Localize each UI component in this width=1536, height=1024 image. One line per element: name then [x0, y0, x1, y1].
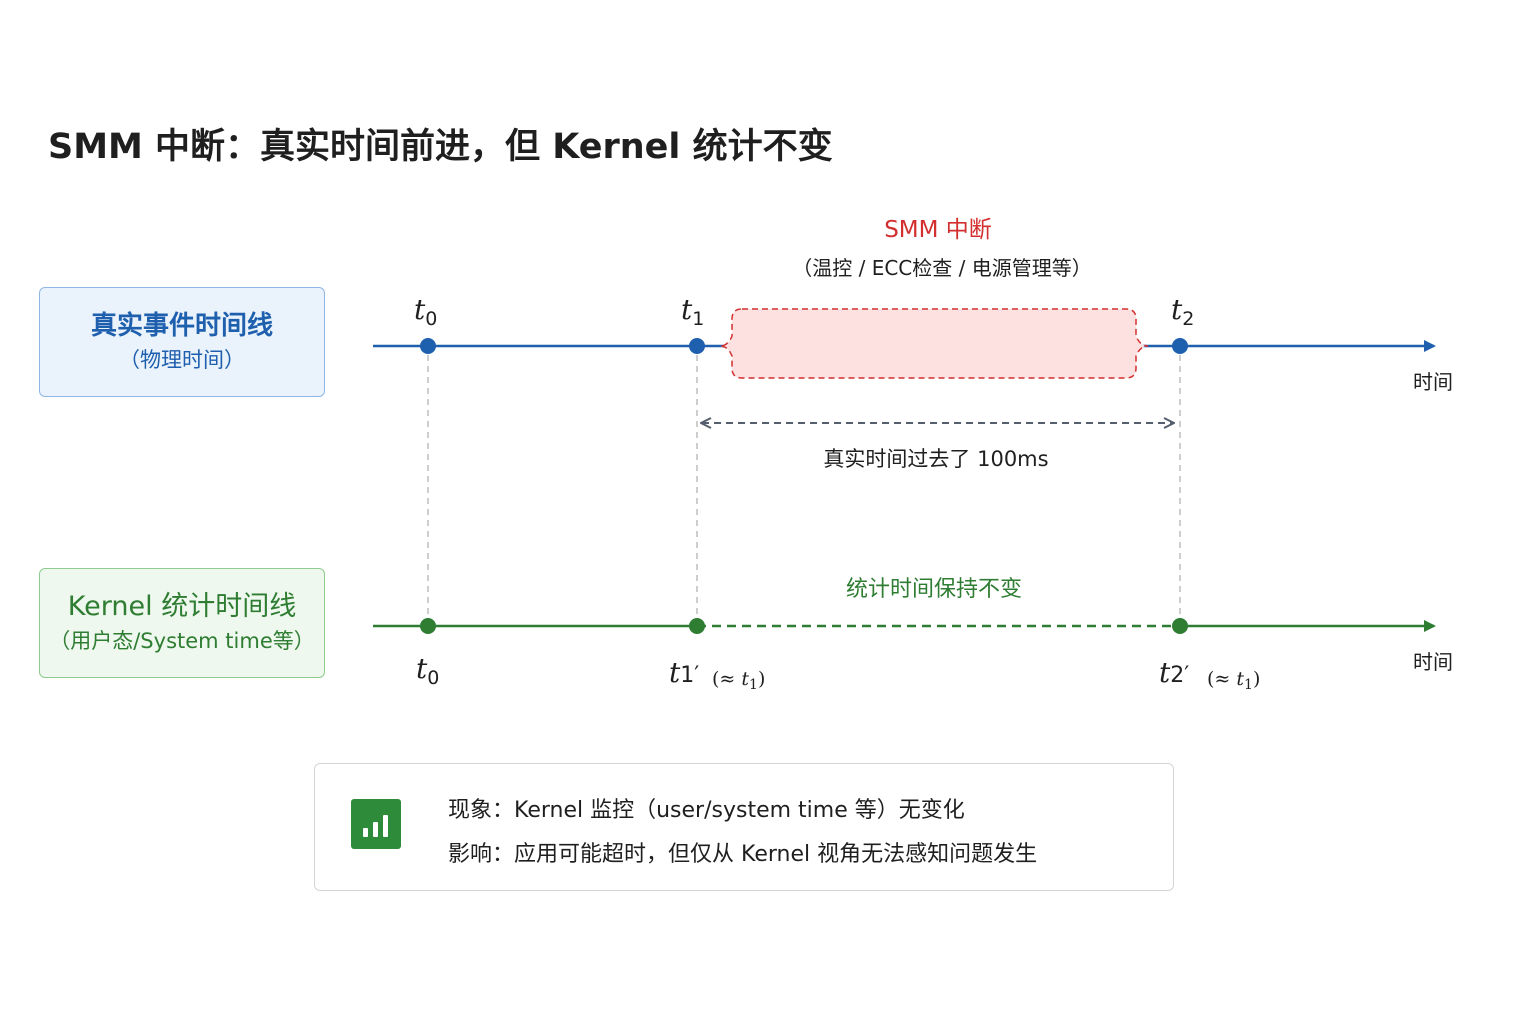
note-impact: 影响：应用可能超时，但仅从 Kernel 视角无法感知问题发生 [448, 842, 1038, 867]
kernel-axis-label: 时间 [1413, 650, 1453, 674]
real-point-t2 [1172, 338, 1188, 354]
real-label-t1: t1 [681, 293, 704, 330]
kernel-timeline-title: Kernel 统计时间线 [67, 591, 297, 622]
kernel-label-t2-approx: (≈ t1) [1207, 668, 1260, 693]
real-timeline-title: 真实事件时间线 [90, 311, 273, 341]
real-point-t0 [420, 338, 436, 354]
smm-title: SMM 中断 [884, 217, 992, 243]
observation-note-box: 现象：Kernel 监控（user/system time 等）无变化 影响：应… [314, 763, 1174, 891]
kernel-label-t1: t1′ [669, 656, 699, 689]
kernel-label-t0: t0 [416, 652, 439, 689]
kernel-point-t1 [689, 618, 705, 634]
bar-chart-icon [351, 799, 401, 849]
elapsed-label: 真实时间过去了 100ms [823, 447, 1048, 471]
real-point-t1 [689, 338, 705, 354]
kernel-timeline-subtitle: （用户态/System time等） [49, 629, 315, 653]
page-title: SMM 中断：真实时间前进，但 Kernel 统计不变 [48, 127, 833, 167]
smm-subtitle: （温控 / ECC检查 / 电源管理等） [792, 256, 1091, 280]
real-timeline-subtitle: （物理时间） [119, 348, 245, 372]
kernel-label-t1-approx: (≈ t1) [712, 668, 765, 693]
real-label-t0: t0 [414, 293, 437, 330]
real-timeline-label-box: 真实事件时间线 （物理时间） [39, 287, 325, 397]
kernel-point-t0 [420, 618, 436, 634]
kernel-timeline-label-box: Kernel 统计时间线 （用户态/System time等） [39, 568, 325, 678]
real-label-t2: t2 [1171, 293, 1194, 330]
unchanged-label: 统计时间保持不变 [846, 577, 1022, 602]
kernel-label-t2: t2′ [1159, 656, 1189, 689]
smm-interrupt-block [719, 308, 1149, 379]
note-phenomenon: 现象：Kernel 监控（user/system time 等）无变化 [448, 798, 965, 823]
real-axis-label: 时间 [1413, 370, 1453, 394]
kernel-point-t2 [1172, 618, 1188, 634]
